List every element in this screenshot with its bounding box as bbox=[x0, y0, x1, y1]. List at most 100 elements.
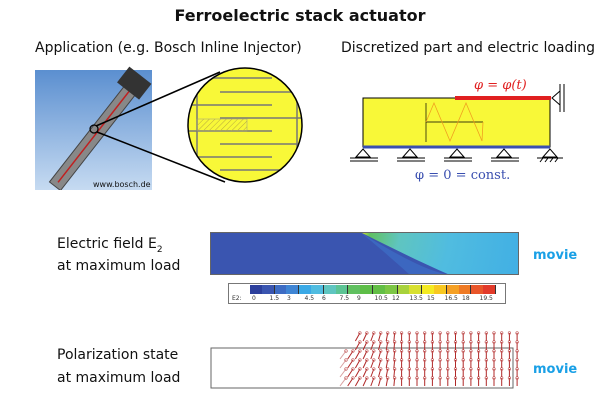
colorbar-segment bbox=[384, 285, 398, 294]
polarization-arrow-head bbox=[372, 376, 376, 380]
polarization-arrow-head bbox=[372, 367, 376, 371]
electric-field-plot bbox=[210, 232, 519, 275]
polarization-arrow-head bbox=[351, 376, 355, 380]
polarization-arrow-head bbox=[365, 331, 369, 335]
bottom-potential-label: φ = 0 = const. bbox=[415, 168, 511, 183]
polarization-arrow-head bbox=[415, 331, 419, 335]
polarization-arrow-head bbox=[379, 358, 383, 362]
polarization-arrow-head bbox=[386, 376, 390, 380]
injector-figure bbox=[35, 66, 226, 190]
polarization-arrow-head bbox=[372, 358, 376, 362]
colorbar-segment bbox=[348, 285, 361, 294]
colorbar-segment bbox=[335, 285, 349, 294]
polarization-arrow-head bbox=[386, 340, 390, 344]
polarization-arrow-head bbox=[393, 367, 397, 371]
polarization-arrow-head bbox=[386, 331, 390, 335]
application-heading: Application (e.g. Bosch Inline Injector) bbox=[35, 40, 302, 56]
polarization-arrow bbox=[339, 359, 347, 369]
polarization-arrow-head bbox=[515, 331, 519, 335]
polarization-arrow-head bbox=[379, 340, 383, 344]
colorbar-segment bbox=[274, 285, 287, 294]
colorbar-segment bbox=[250, 285, 262, 294]
polarization-arrow-head bbox=[461, 331, 465, 335]
colorbar-segment bbox=[446, 285, 459, 294]
colorbar-segment bbox=[471, 285, 484, 294]
polarization-arrow-head bbox=[365, 367, 369, 371]
electric-field-label: Electric field E2 bbox=[57, 236, 163, 255]
polarization-arrow-head bbox=[372, 340, 376, 344]
polarization-arrow-head bbox=[438, 331, 442, 335]
colorbar-tick: 19.5 bbox=[479, 295, 493, 302]
polarization-arrow-head bbox=[393, 358, 397, 362]
polarization-arrow-head bbox=[344, 349, 348, 353]
colorbar-tick: 9 bbox=[357, 295, 361, 302]
polarization-arrow-head bbox=[372, 331, 376, 335]
polarization-arrow-head bbox=[393, 376, 397, 380]
slide-title: Ferroelectric stack actuator bbox=[174, 6, 426, 25]
polarization-arrow-head bbox=[358, 358, 362, 362]
polarization-label-2: at maximum load bbox=[57, 370, 181, 386]
polarization-arrow-head bbox=[500, 331, 504, 335]
polarization-arrow-head bbox=[400, 331, 404, 335]
polarization-arrow-head bbox=[379, 331, 383, 335]
electric-field-label-2: at maximum load bbox=[57, 258, 181, 274]
polarization-arrow-head bbox=[351, 367, 355, 371]
colorbar-segment bbox=[299, 285, 311, 294]
colorbar-segment bbox=[397, 285, 410, 294]
polarization-movie-link[interactable]: movie bbox=[533, 362, 578, 377]
polarization-arrow-head bbox=[365, 358, 369, 362]
polarization-arrow-head bbox=[469, 331, 473, 335]
polarization-arrow-head bbox=[393, 340, 397, 344]
colorbar-segment bbox=[422, 285, 434, 294]
polarization-arrow-head bbox=[430, 331, 434, 335]
colorbar-segment bbox=[360, 285, 373, 294]
colorbar-segment bbox=[433, 285, 447, 294]
colorbar-tick: 16.5 bbox=[444, 295, 458, 302]
discretized-heading: Discretized part and electric loading bbox=[341, 40, 596, 56]
polarization-arrow-head bbox=[379, 376, 383, 380]
colorbar-segment bbox=[458, 285, 472, 294]
polarization-arrow-head bbox=[379, 367, 383, 371]
polarization-arrow-head bbox=[379, 349, 383, 353]
polarization-arrow bbox=[339, 377, 347, 387]
colorbar-tick: 6 bbox=[322, 295, 326, 302]
colorbar-tick: 0 bbox=[252, 295, 256, 302]
colorbar-variable: E2: bbox=[232, 295, 242, 302]
colorbar-segment bbox=[261, 285, 275, 294]
colorbar-segment bbox=[483, 285, 496, 294]
polarization-label: Polarization state bbox=[57, 347, 179, 363]
polarization-arrow-head bbox=[358, 331, 362, 335]
polarization-arrow-head bbox=[365, 340, 369, 344]
colorbar-tick: 1.5 bbox=[269, 295, 280, 302]
polarization-arrow bbox=[339, 368, 347, 378]
polarization-arrow-head bbox=[351, 349, 355, 353]
polarization-arrow-head bbox=[358, 367, 362, 371]
field-movie-link[interactable]: movie bbox=[533, 248, 578, 263]
polarization-arrow-head bbox=[453, 331, 458, 335]
polarization-arrow-head bbox=[492, 331, 496, 335]
polarization-arrow-head bbox=[407, 331, 411, 335]
colorbar-tick: 15 bbox=[427, 295, 435, 302]
polarization-arrow bbox=[339, 350, 347, 360]
polarization-arrow-head bbox=[507, 331, 512, 335]
polarization-arrow-head bbox=[351, 358, 355, 362]
polarization-arrow-head bbox=[386, 358, 390, 362]
polarization-arrow-head bbox=[365, 376, 369, 380]
polarization-arrow-head bbox=[477, 331, 481, 335]
polarization-arrow-head bbox=[484, 331, 488, 335]
polarization-arrow-head bbox=[358, 376, 362, 380]
polarization-arrow-head bbox=[393, 331, 397, 335]
zoom-circle bbox=[187, 67, 303, 183]
photo-credit: www.bosch.de bbox=[93, 180, 151, 189]
colorbar-tick: 12 bbox=[392, 295, 400, 302]
colorbar-segment bbox=[323, 285, 336, 294]
polarization-arrow-head bbox=[358, 349, 362, 353]
polarization-plot bbox=[210, 331, 519, 389]
loading-diagram bbox=[350, 84, 565, 163]
triangular-signal bbox=[425, 101, 484, 143]
colorbar-tick: 10.5 bbox=[374, 295, 388, 302]
injector-shape bbox=[48, 66, 152, 190]
polarization-arrow-head bbox=[372, 349, 376, 353]
polarization-arrow-head bbox=[358, 340, 362, 344]
